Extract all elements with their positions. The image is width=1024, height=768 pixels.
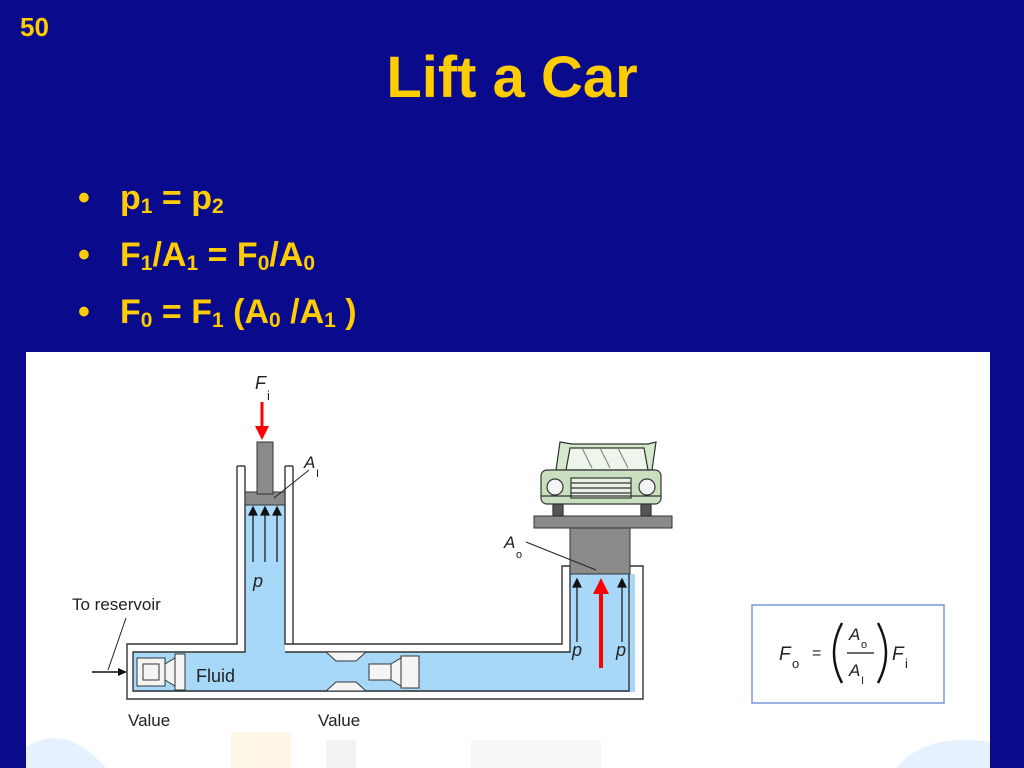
formula-denominator: A: [848, 661, 860, 680]
fluid-label: Fluid: [196, 666, 235, 686]
input-pressure-arrows: [248, 505, 282, 562]
formula-lhs-sub: o: [792, 656, 799, 671]
bullet-text: p1 = p2: [120, 179, 224, 218]
left-valve: [136, 653, 186, 691]
hydraulic-lift-diagram: F i A I p To reservoir Fluid: [26, 352, 990, 768]
bullet-icon: •: [78, 179, 90, 217]
right-valve-label: Value: [318, 711, 360, 730]
formula-right-paren: [876, 622, 888, 684]
bullet-list: • p1 = p2 • F1/A1 = F0/A0 • F0 = F1 (A0 …: [78, 170, 357, 341]
output-pressure-label-right: p: [615, 640, 626, 660]
bullet-text: F1/A1 = F0/A0: [120, 236, 316, 275]
formula-rhs: F: [892, 644, 905, 665]
output-force-arrow: [593, 578, 609, 668]
input-force-label: F: [255, 373, 267, 393]
input-force-arrow: [255, 402, 269, 440]
bullet-icon: •: [78, 236, 90, 274]
reservoir-leader: [107, 617, 127, 671]
reservoir-label: To reservoir: [72, 595, 161, 614]
area-out-sub: o: [516, 549, 522, 561]
bullet-text: F0 = F1 (A0 /A1 ): [120, 293, 357, 332]
bullet-item: • F1/A1 = F0/A0: [78, 227, 357, 284]
bullet-item: • p1 = p2: [78, 170, 357, 227]
output-pressure-label-left: p: [571, 640, 582, 660]
output-pressure-arrows: [572, 577, 627, 642]
area-out-label: A: [503, 533, 515, 552]
reservoir-arrow: [92, 668, 127, 676]
bullet-item: • F0 = F1 (A0 /A1 ): [78, 284, 357, 341]
hydraulic-lift-svg: F i A I p To reservoir Fluid: [26, 373, 990, 768]
slide-number: 50: [20, 12, 49, 42]
formula-lhs: F: [779, 644, 792, 665]
cylinder-walls: [126, 465, 644, 700]
input-force-sub: i: [267, 388, 270, 403]
slide-title: Lift a Car: [386, 45, 638, 110]
bullet-icon: •: [78, 293, 90, 331]
output-piston: [533, 515, 673, 575]
formula-numerator-sub: o: [861, 639, 867, 651]
input-pressure-label: p: [252, 571, 263, 591]
area-in-leader: [273, 469, 310, 499]
formula-left-paren: [832, 622, 844, 684]
formula-denominator-sub: I: [861, 675, 864, 687]
middle-valve: [324, 651, 420, 692]
formula-box: F o = A o A I F i: [751, 604, 945, 704]
formula-equals: =: [812, 645, 821, 662]
area-out-leader: [525, 541, 597, 571]
left-valve-label: Value: [128, 711, 170, 730]
background-watermark: [26, 732, 990, 768]
formula-rhs-sub: i: [905, 656, 908, 671]
area-in-sub: I: [316, 468, 319, 480]
car-icon: [540, 441, 662, 517]
input-piston: [244, 441, 286, 506]
formula-numerator: A: [848, 625, 860, 644]
area-in-label: A: [303, 453, 315, 472]
